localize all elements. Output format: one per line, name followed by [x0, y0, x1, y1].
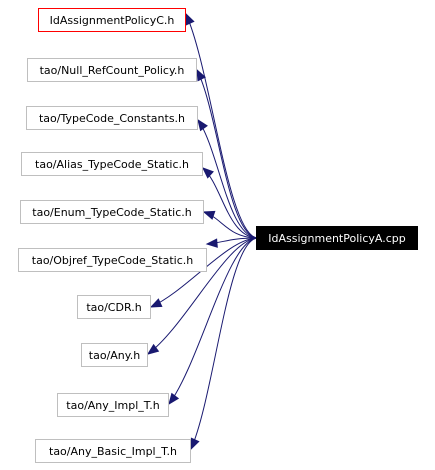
node-idassignmentpolicyc-h[interactable]: IdAssignmentPolicyC.h [38, 8, 186, 32]
root-node-idassignmentpolicya-cpp: IdAssignmentPolicyA.cpp [256, 226, 418, 250]
include-edge-arrowhead-7 [146, 343, 160, 355]
include-edge-1 [196, 69, 259, 239]
include-edge-arrowhead-8 [168, 392, 180, 406]
include-edge-arrowhead-2 [197, 118, 208, 132]
include-edge-arrowhead-3 [202, 167, 214, 179]
include-edge-arrowhead-6 [149, 298, 163, 308]
node-any-impl-t-h[interactable]: tao/Any_Impl_T.h [57, 393, 169, 417]
include-edge-arrowhead-1 [196, 68, 206, 82]
include-edge-0 [185, 13, 259, 239]
include-edge-arrowhead-0 [185, 12, 195, 26]
node-any-basic-impl-t-h[interactable]: tao/Any_Basic_Impl_T.h [35, 439, 191, 463]
include-edge-arrowhead-5 [205, 238, 218, 248]
include-edge-arrowhead-4 [202, 210, 216, 220]
include-edge-6 [150, 237, 259, 308]
node-any-h[interactable]: tao/Any.h [81, 343, 148, 367]
node-objref-typecode-static-h[interactable]: tao/Objref_TypeCode_Static.h [18, 248, 207, 272]
include-edge-8 [168, 237, 259, 405]
node-alias-typecode-static-h[interactable]: tao/Alias_TypeCode_Static.h [21, 152, 203, 176]
node-enum-typecode-static-h[interactable]: tao/Enum_TypeCode_Static.h [20, 200, 204, 224]
include-edge-7 [147, 237, 259, 355]
include-edge-3 [202, 167, 259, 239]
include-edge-9 [190, 237, 259, 450]
include-edge-2 [197, 119, 259, 239]
include-edge-arrowhead-9 [190, 437, 200, 451]
node-null-refcount-policy-h[interactable]: tao/Null_RefCount_Policy.h [27, 58, 197, 82]
node-cdr-h[interactable]: tao/CDR.h [77, 295, 151, 319]
node-typecode-constants-h[interactable]: tao/TypeCode_Constants.h [26, 106, 198, 130]
